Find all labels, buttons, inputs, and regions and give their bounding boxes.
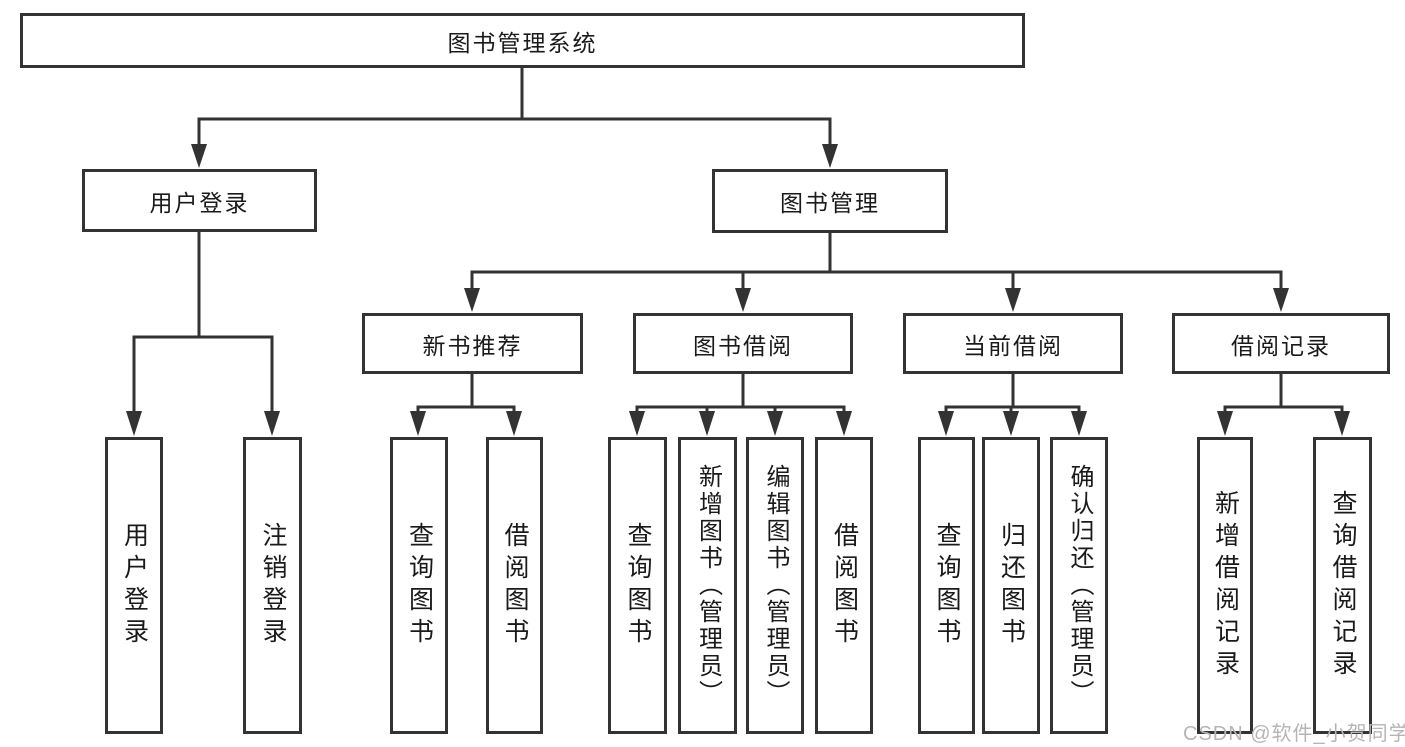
arrowhead-down-icon xyxy=(735,288,751,312)
leaf-logout: 注销登录 xyxy=(243,437,302,734)
node-current-borrowing: 当前借阅 xyxy=(903,313,1123,374)
arrowhead-down-icon xyxy=(822,144,838,168)
leaf-br-add-record: 新增借阅记录 xyxy=(1197,437,1253,734)
leaf-br-query-record: 查询借阅记录 xyxy=(1313,437,1372,734)
connector-new-book-recommend-children xyxy=(410,372,522,436)
arrowhead-down-icon xyxy=(1003,411,1019,436)
arrowhead-down-icon xyxy=(191,144,207,168)
leaf-bb-add-books-admin: 新增图书（管理员） xyxy=(678,437,737,734)
arrowhead-down-icon xyxy=(629,411,645,436)
connector-book-management-children xyxy=(464,231,1289,312)
arrowhead-down-icon xyxy=(938,411,954,436)
leaf-cb-return-books: 归还图书 xyxy=(982,437,1040,734)
leaf-user-login: 用户登录 xyxy=(105,437,163,734)
arrowhead-down-icon xyxy=(699,411,715,436)
connector-root-to-level2 xyxy=(191,66,838,168)
leaf-bb-query-books: 查询图书 xyxy=(608,437,667,734)
arrowhead-down-icon xyxy=(506,411,522,436)
leaf-nb-borrow-books: 借阅图书 xyxy=(486,437,543,734)
arrowhead-down-icon xyxy=(767,411,783,436)
leaf-bb-borrow-books: 借阅图书 xyxy=(815,437,873,734)
leaf-bb-edit-books-admin: 编辑图书（管理员） xyxy=(746,437,804,734)
connector-user-login-children xyxy=(126,230,280,436)
arrowhead-down-icon xyxy=(264,411,280,436)
arrowhead-down-icon xyxy=(1334,411,1350,436)
arrowhead-down-icon xyxy=(836,411,852,436)
connector-book-borrowing-children xyxy=(629,372,852,436)
connector-borrow-records-children xyxy=(1217,372,1350,436)
arrowhead-down-icon xyxy=(410,411,426,436)
node-new-book-recommend: 新书推荐 xyxy=(362,313,583,374)
arrowhead-down-icon xyxy=(464,288,480,312)
leaf-cb-query-books: 查询图书 xyxy=(918,437,975,734)
watermark: CSDN @软件_小贺同学 xyxy=(1183,723,1405,745)
node-root: 图书管理系统 xyxy=(20,13,1025,68)
node-borrow-records: 借阅记录 xyxy=(1172,313,1390,374)
arrowhead-down-icon xyxy=(126,411,142,436)
connector-current-borrowing-children xyxy=(938,372,1087,436)
arrowhead-down-icon xyxy=(1273,288,1289,312)
arrowhead-down-icon xyxy=(1005,288,1021,312)
node-book-management: 图书管理 xyxy=(712,169,948,233)
arrowhead-down-icon xyxy=(1217,411,1233,436)
node-book-borrowing: 图书借阅 xyxy=(633,313,853,374)
arrowhead-down-icon xyxy=(1071,411,1087,436)
leaf-nb-query-books: 查询图书 xyxy=(390,437,448,734)
leaf-cb-confirm-return-admin: 确认归还（管理员） xyxy=(1050,437,1108,734)
node-user-login: 用户登录 xyxy=(82,169,317,232)
